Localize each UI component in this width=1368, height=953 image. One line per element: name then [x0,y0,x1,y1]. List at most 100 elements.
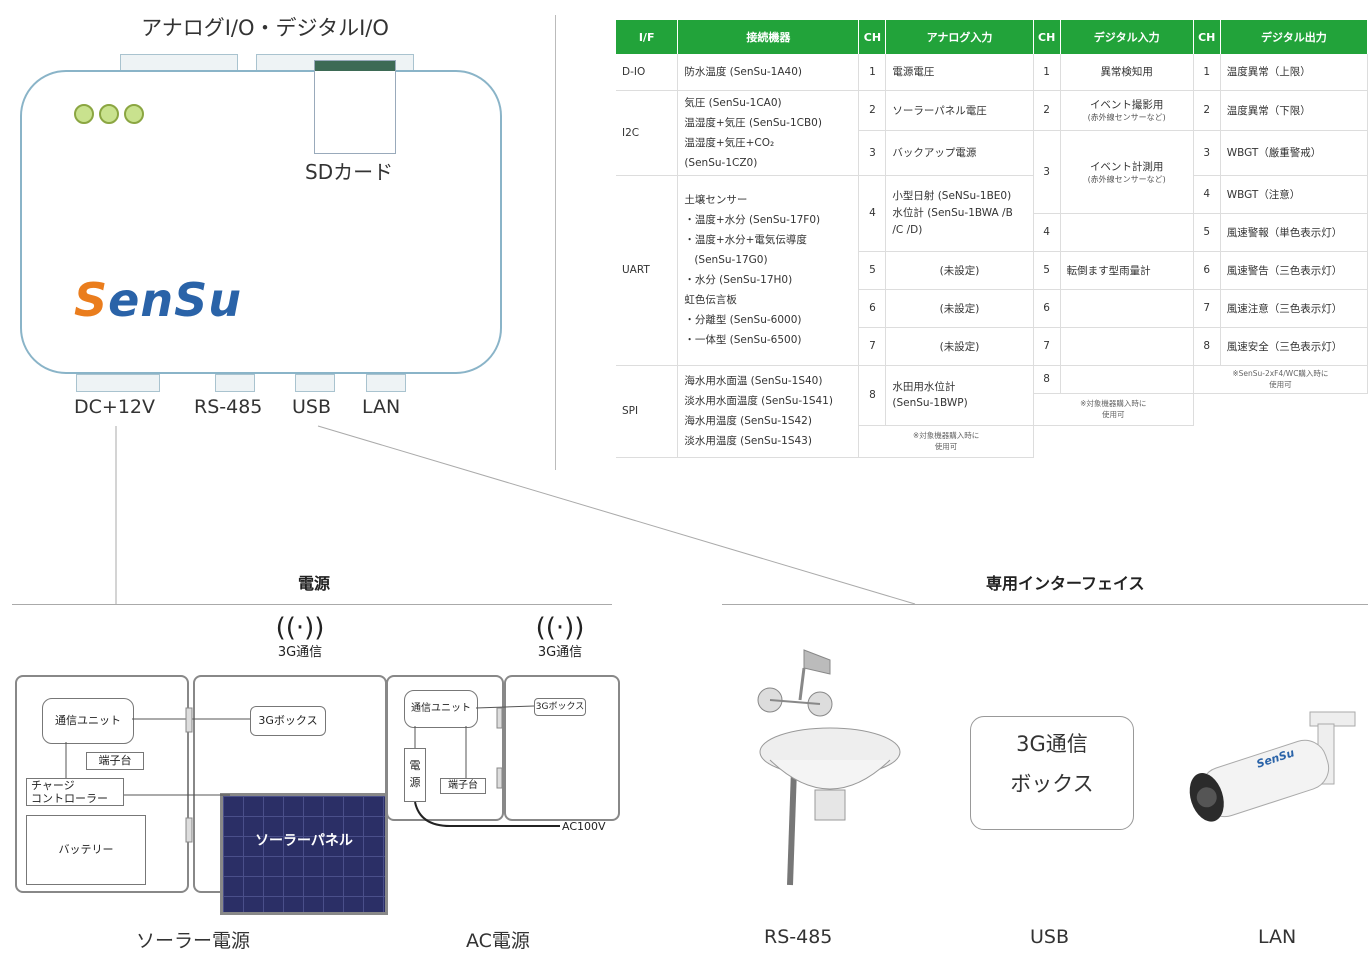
ac-3g-box: 3Gボックス [534,698,586,716]
ac-100v-label: AC100V [562,820,606,833]
digital-in-label: イベント計測用 [1089,160,1164,173]
ch-cell: 1 [1033,54,1061,91]
table-row: 5 (未設定) 5 転倒ます型雨量計 6 風速警告（三色表示灯） [616,251,1368,290]
digital-in-sub: (赤外線センサーなど) [1087,174,1166,184]
if-name: D-IO [616,54,679,91]
interface-section-title: 専用インターフェイス [986,574,1145,593]
analog-cell: (未設定) [885,289,1034,328]
device-cell: 気圧 (SenSu-1CA0) 温湿度+気圧 (SenSu-1CB0) 温湿度+… [677,90,860,176]
ch-cell: 6 [858,289,887,328]
device-line: 淡水用水面温度 (SenSu-1S41) [684,395,833,407]
device-line: (SenSu-17G0) [694,254,768,266]
table-header: I/F [616,20,679,54]
camera-image [1189,711,1356,822]
port-label-dc: DC+12V [74,396,155,418]
ac-3g-signal: ((·)) 3G通信 [510,615,610,660]
ac-power-unit: 電 源 [404,748,426,802]
analog-cell: 水田用水位計 (SenSu-1BWP) [885,365,1034,426]
lan-caption: LAN [1258,926,1297,948]
ch-cell: 7 [858,327,887,366]
table-header: デジタル出力 [1220,20,1368,54]
solar-3g-box: 3Gボックス [250,706,326,736]
solar-charge-controller: チャージ コントローラー [26,778,124,806]
table-row: 4 5 風速警報（単色表示灯） [616,213,1368,252]
usb-port [295,374,335,392]
digital-out-note: ※SenSu-2xF4/WC購入時に 使用可 [1193,365,1368,394]
weather-station-image [757,649,901,886]
device-line: 気圧 (SenSu-1CA0) [684,96,782,109]
solar-panel-label: ソーラーパネル [255,833,353,849]
digital-in-cell: イベント撮影用(赤外線センサーなど) [1060,90,1194,131]
usb-3g-box: 3G通信 ボックス [970,716,1134,830]
solar-3g-signal: ((·)) 3G通信 [250,615,350,660]
ac-terminal: 端子台 [440,778,486,794]
empty-cell [1033,425,1367,457]
device-line: 海水用温度 (SenSu-1S42) [684,415,812,427]
ch-cell: 8 [858,365,887,426]
if-name: I2C [616,90,679,176]
ch-cell: 3 [858,130,887,176]
ch-cell: 5 [858,251,887,290]
digital-in-cell: 転倒ます型雨量計 [1060,251,1194,290]
digital-in-cell [1060,213,1194,252]
status-led-3 [124,104,144,124]
device-line: 温湿度+気圧+CO₂ [684,136,775,149]
interface-section-line [722,604,1368,605]
digital-in-sub: (赤外線センサーなど) [1087,113,1166,122]
solar-3g-label: 3G通信 [277,645,323,660]
device-body [20,70,502,374]
wifi-icon: ((·)) [535,613,585,643]
digital-in-cell [1060,327,1194,366]
ch-cell: 2 [1033,90,1061,131]
digital-in-cell: 異常検知用 [1060,54,1194,91]
analog-cell: 小型日射 (SeNSu-1BE0) 水位計 (SenSu-1BWA /B /C … [885,175,1034,252]
table-row: 7 (未設定) 7 8 風速安全（三色表示灯） [616,327,1368,366]
analog-cell: (未設定) [885,251,1034,290]
table-header: アナログ入力 [885,20,1034,54]
digital-out-cell: 風速警報（単色表示灯） [1220,213,1368,252]
device-line: 虹色伝言板 [684,294,737,306]
digital-out-cell: WBGT（注意） [1220,175,1368,214]
dc-port [76,374,160,392]
usb-caption: USB [1030,926,1070,948]
if-name: SPI [616,365,679,458]
device-line: ・水分 (SenSu-17H0) [684,274,793,286]
sd-card-slot [314,60,396,154]
device-line: 淡水用温度 (SenSu-1S43) [684,435,812,447]
table-header-row: I/F 接続機器 CH アナログ入力 CH デジタル入力 CH デジタル出力 [616,20,1368,54]
power-section-title: 電源 [298,574,331,593]
ch-cell: 4 [1193,175,1221,214]
lan-port [366,374,406,392]
analog-cell: バックアップ電源 [885,130,1034,176]
digital-out-cell: 温度異常（上限） [1220,54,1368,91]
port-label-rs485: RS-485 [194,396,263,418]
ch-cell: 7 [1193,289,1221,328]
digital-out-cell: 温度異常（下限） [1220,90,1368,131]
digital-out-cell: 風速警告（三色表示灯） [1220,251,1368,290]
device-line: 土壌センサー [684,194,748,206]
digital-in-cell [1060,289,1194,328]
ch-cell: 2 [858,90,887,131]
ch-cell: 4 [858,175,887,252]
sd-card-label: SDカード [305,160,394,184]
digital-in-cell [1060,365,1194,394]
status-led-2 [99,104,119,124]
analog-note: ※対象機器購入時に 使用可 [858,425,1034,458]
solar-terminal: 端子台 [86,752,144,770]
ch-cell: 7 [1033,327,1061,366]
ch-cell: 1 [858,54,887,91]
power-section-line [12,604,612,605]
spec-table: I/F 接続機器 CH アナログ入力 CH デジタル入力 CH デジタル出力 D… [616,20,1368,458]
table-row: ※対象機器購入時に 使用可 [616,393,1368,426]
ch-cell: 8 [1033,365,1061,394]
ch-cell: 3 [1033,130,1061,214]
table-row: I2C 気圧 (SenSu-1CA0) 温湿度+気圧 (SenSu-1CB0) … [616,90,1368,176]
device-line: ・温度+水分+電気伝導度 [684,234,807,246]
port-label-usb: USB [292,396,332,418]
analog-cell: (未設定) [885,327,1034,366]
table-header: CH [858,20,887,54]
device-line: 海水用水面温 (SenSu-1S40) [684,375,823,387]
ch-cell: 5 [1033,251,1061,290]
solar-caption: ソーラー電源 [136,930,251,952]
